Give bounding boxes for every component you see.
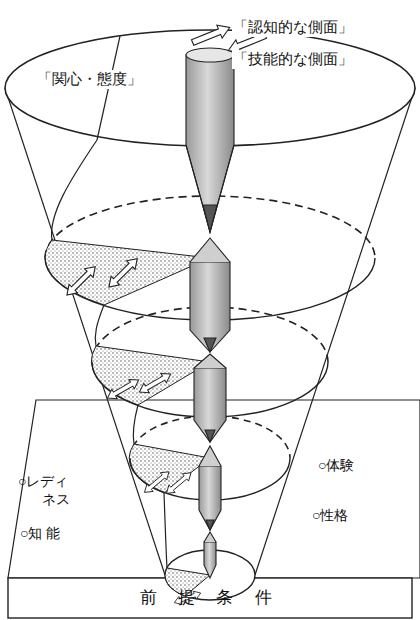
interest-attitude-label: 「関心・態度」 — [36, 70, 143, 89]
cognitive-aspect-label: 「認知的な側面」 — [232, 18, 354, 37]
intelligence-text: ○知 能 — [20, 525, 60, 543]
personality-text: ○性格 — [312, 507, 348, 525]
experience-text: ○体験 — [318, 457, 354, 475]
skill-aspect-label: 「技能的な側面」 — [232, 50, 354, 69]
slab-text-holder: ○レディネス ○知 能 ○体験 ○性格前 提 条 件 — [0, 395, 420, 620]
premise-band-text: 前 提 条 件 — [8, 578, 412, 618]
readiness-text: ○レディネス — [18, 473, 82, 508]
